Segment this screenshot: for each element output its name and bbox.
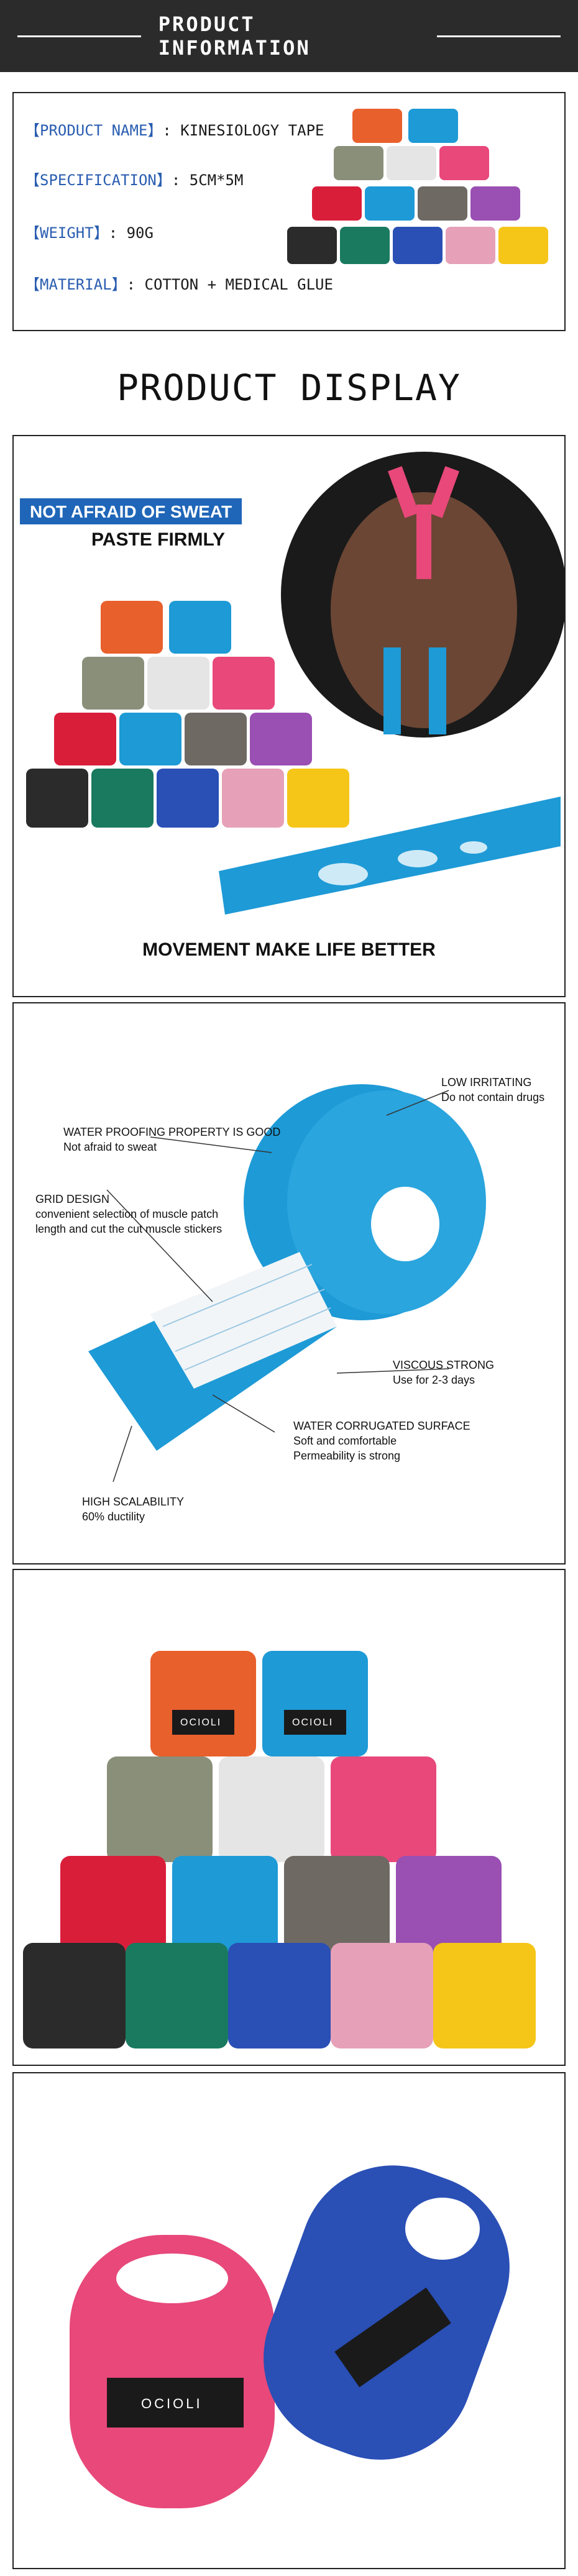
callout-water-corrugated: WATER CORRUGATED SURFACE Soft and comfor… bbox=[293, 1418, 470, 1463]
callout-title: HIGH SCALABILITY bbox=[82, 1496, 185, 1508]
callout-title: WATER PROOFING PROPERTY IS GOOD bbox=[63, 1126, 281, 1138]
tape-rolls-closeup bbox=[70, 2165, 510, 2508]
logo-label: OCIOLI bbox=[180, 1717, 222, 1728]
banner-left-rule bbox=[17, 35, 141, 37]
info-value: : 5CM*5M bbox=[171, 171, 244, 189]
banner-title: PRODUCT INFORMATION bbox=[158, 12, 311, 60]
callout-desc: convenient selection of muscle patch bbox=[35, 1208, 219, 1220]
logo-label: OCIOLI bbox=[141, 2396, 203, 2411]
paste-firmly-subtitle: PASTE FIRMLY bbox=[91, 529, 226, 550]
callout-water-proofing: WATER PROOFING PROPERTY IS GOOD Not afra… bbox=[63, 1125, 280, 1154]
callout-grid-design: GRID DESIGN convenient selection of musc… bbox=[35, 1192, 222, 1236]
banner-right-rule bbox=[437, 35, 561, 37]
callout-desc: Not afraid to sweat bbox=[63, 1141, 157, 1153]
callout-title: VISCOUS STRONG bbox=[393, 1359, 495, 1371]
callout-title: WATER CORRUGATED SURFACE bbox=[293, 1420, 470, 1432]
panel-sweat-resistant: NOT AFRAID OF SWEAT PASTE FIRMLY MOVEMEN… bbox=[12, 435, 566, 997]
panel1-illustration bbox=[26, 452, 564, 915]
tagline: MOVEMENT MAKE LIFE BETTER bbox=[142, 939, 436, 960]
callout-desc: Do not contain drugs bbox=[441, 1091, 545, 1103]
info-row-material: 【MATERIAL】: COTTON + MEDICAL GLUE bbox=[25, 272, 333, 294]
callout-title: LOW IRRITATING bbox=[441, 1076, 532, 1089]
header-banner: PRODUCT INFORMATION bbox=[0, 0, 578, 72]
info-label: 【PRODUCT NAME】 bbox=[25, 122, 163, 139]
info-label: 【SPECIFICATION】 bbox=[25, 171, 172, 189]
panel-two-rolls: OCIOLI bbox=[12, 2072, 566, 2569]
logo-label: OCIOLI bbox=[292, 1717, 334, 1728]
info-row-specification: 【SPECIFICATION】: 5CM*5M bbox=[25, 168, 243, 190]
callout-desc: 60% ductility bbox=[82, 1510, 145, 1523]
info-label: 【MATERIAL】 bbox=[25, 276, 127, 293]
tape-roll-diagram bbox=[88, 1084, 486, 1482]
callout-title: GRID DESIGN bbox=[35, 1193, 110, 1205]
info-row-product-name: 【PRODUCT NAME】: KINESIOLOGY TAPE bbox=[25, 118, 324, 140]
info-row-weight: 【WEIGHT】: 90G bbox=[25, 221, 154, 242]
sweat-badge: NOT AFRAID OF SWEAT bbox=[20, 498, 242, 524]
callout-desc: Use for 2-3 days bbox=[393, 1374, 475, 1386]
panel-features: LOW IRRITATING Do not contain drugs WATE… bbox=[12, 1002, 566, 1564]
product-info-box: 【PRODUCT NAME】: KINESIOLOGY TAPE 【SPECIF… bbox=[12, 92, 566, 331]
callout-low-irritating: LOW IRRITATING Do not contain drugs bbox=[441, 1075, 544, 1105]
tape-rolls-pyramid bbox=[23, 1651, 536, 2048]
section-heading: PRODUCT DISPLAY bbox=[117, 367, 461, 409]
info-value: : 90G bbox=[108, 224, 154, 242]
panel-color-range: OCIOLI OCIOLI bbox=[12, 1569, 566, 2066]
callout-desc: Soft and comfortable bbox=[293, 1435, 397, 1447]
callout-high-scalability: HIGH SCALABILITY 60% ductility bbox=[82, 1494, 184, 1524]
info-value: : KINESIOLOGY TAPE bbox=[162, 122, 324, 139]
callout-desc-2: Permeability is strong bbox=[293, 1450, 401, 1462]
info-value: : COTTON + MEDICAL GLUE bbox=[126, 276, 333, 293]
callout-desc-2: length and cut the cut muscle stickers bbox=[35, 1223, 222, 1235]
callout-viscous-strong: VISCOUS STRONG Use for 2-3 days bbox=[393, 1358, 494, 1387]
tape-rolls-thumbnail bbox=[287, 109, 548, 264]
info-label: 【WEIGHT】 bbox=[25, 224, 109, 242]
